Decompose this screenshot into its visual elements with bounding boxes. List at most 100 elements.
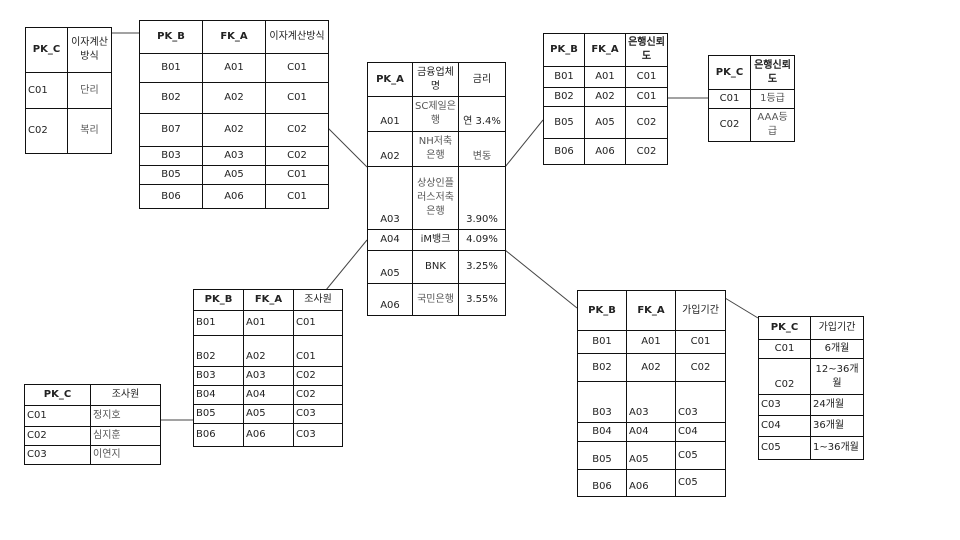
- table-cell: C05: [758, 436, 811, 460]
- table-cell: C02: [293, 385, 343, 405]
- table-rate-method-code: PK_C 이자계산방식 C01 단리 C02 복리: [25, 27, 112, 154]
- table-cell: B01: [543, 66, 585, 88]
- table-cell: C01: [25, 72, 68, 109]
- table-cell: AAA등급: [750, 108, 795, 142]
- table-cell: C02: [675, 353, 726, 382]
- table-cell: C02: [625, 106, 668, 139]
- table-cell: C04: [675, 422, 726, 442]
- table-cell: C01: [265, 82, 329, 114]
- header-cell: 금융업체명: [412, 62, 459, 97]
- table-cell: C05: [675, 469, 726, 497]
- table-cell: 1~36개월: [810, 436, 864, 460]
- table-cell: A03: [367, 166, 413, 230]
- table-cell: C02: [265, 113, 329, 147]
- header-cell: 이자계산방식: [67, 27, 112, 73]
- table-cell: B01: [577, 330, 627, 354]
- table-cell: C02: [24, 426, 91, 446]
- header-cell: FK_A: [243, 289, 294, 311]
- table-cell: A06: [202, 184, 266, 209]
- table-cell: B04: [577, 422, 627, 442]
- header-cell: 조사원: [90, 384, 161, 406]
- table-cell: C01: [625, 66, 668, 88]
- table-cell: B05: [139, 165, 203, 185]
- table-cell: C02: [265, 146, 329, 166]
- table-cell: 3.55%: [458, 283, 506, 316]
- table-cell: C02: [293, 366, 343, 386]
- table-cell: C02: [625, 138, 668, 165]
- table-cell: B05: [577, 441, 627, 470]
- connector-institution-to-trust: [504, 119, 544, 168]
- connector-institution-to-period: [504, 249, 578, 309]
- table-cell: A01: [626, 330, 676, 354]
- table-cell: A06: [626, 469, 676, 497]
- table-cell: A05: [584, 106, 626, 139]
- table-cell: B04: [193, 385, 244, 405]
- header-cell: FK_A: [584, 33, 626, 67]
- table-cell: BNK: [412, 250, 459, 284]
- table-cell: 심지훈: [90, 426, 161, 446]
- table-cell: B02: [139, 82, 203, 114]
- header-cell: PK_B: [139, 20, 203, 54]
- table-cell: B03: [193, 366, 244, 386]
- table-cell: 변동: [458, 131, 506, 167]
- header-cell: PK_C: [758, 316, 811, 340]
- table-cell: 정지호: [90, 405, 161, 427]
- table-cell: NH저축은행: [412, 131, 459, 167]
- table-cell: A02: [367, 131, 413, 167]
- header-cell: PK_B: [577, 290, 627, 331]
- header-cell: 가입기간: [675, 290, 726, 331]
- table-cell: B02: [193, 335, 244, 367]
- table-cell: A01: [243, 310, 294, 336]
- table-cell: 6개월: [810, 339, 864, 359]
- table-cell: A04: [243, 385, 294, 405]
- table-cell: B02: [543, 87, 585, 107]
- connector-institution-to-surveyor: [325, 239, 368, 291]
- table-cell: C01: [265, 165, 329, 185]
- table-cell: A01: [202, 53, 266, 83]
- table-cell: B06: [193, 423, 244, 447]
- table-cell: B03: [139, 146, 203, 166]
- table-cell: 4.09%: [458, 229, 506, 251]
- table-cell: A02: [202, 113, 266, 147]
- table-cell: B02: [577, 353, 627, 382]
- table-cell: 단리: [67, 72, 112, 109]
- table-cell: B05: [543, 106, 585, 139]
- table-cell: C01: [708, 89, 751, 109]
- table-cell: C01: [24, 405, 91, 427]
- table-cell: C01: [265, 184, 329, 209]
- header-cell: 이자계산방식: [265, 20, 329, 54]
- table-cell: A05: [202, 165, 266, 185]
- table-cell: A02: [243, 335, 294, 367]
- table-cell: 이연지: [90, 445, 161, 465]
- table-cell: A05: [626, 441, 676, 470]
- table-cell: C01: [293, 310, 343, 336]
- table-cell: 3.25%: [458, 250, 506, 284]
- table-cell: C01: [675, 330, 726, 354]
- table-cell: C02: [25, 108, 68, 154]
- header-cell: PK_C: [24, 384, 91, 406]
- table-cell: C03: [675, 381, 726, 423]
- header-cell: PK_B: [543, 33, 585, 67]
- header-cell: 은행신뢰도: [625, 33, 668, 67]
- header-cell: 조사원: [293, 289, 343, 311]
- table-cell: C02: [708, 108, 751, 142]
- table-cell: C03: [293, 423, 343, 447]
- table-cell: B01: [193, 310, 244, 336]
- table-cell: C01: [758, 339, 811, 359]
- header-cell: PK_C: [25, 27, 68, 73]
- table-cell: 24개월: [810, 394, 864, 416]
- table-cell: A02: [584, 87, 626, 107]
- table-cell: 상상인플러스저축은행: [412, 166, 459, 230]
- table-cell: C03: [758, 394, 811, 416]
- header-cell: 은행신뢰도: [750, 55, 795, 90]
- table-cell: A06: [584, 138, 626, 165]
- connector-rate-map-to-institution: [326, 126, 368, 168]
- table-cell: B06: [139, 184, 203, 209]
- table-cell: A06: [367, 283, 413, 316]
- table-cell: A01: [584, 66, 626, 88]
